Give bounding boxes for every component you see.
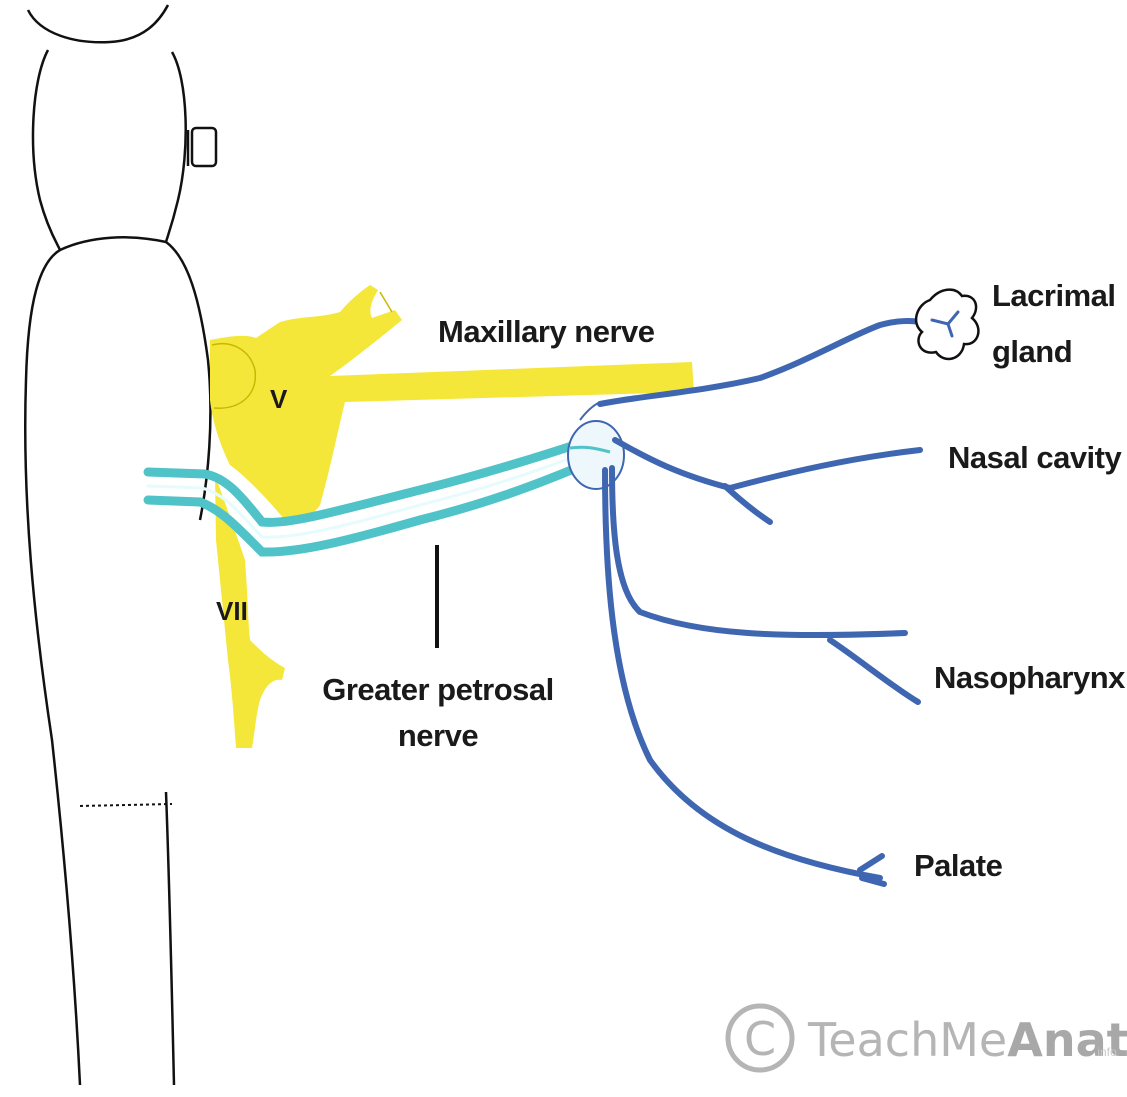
greater-petrosal-label-line2: nerve <box>398 718 478 753</box>
trigeminal-label: V <box>270 384 288 414</box>
watermark-text: TeachMeAnatomy <box>807 1013 1127 1067</box>
watermark-suffix: .info <box>1094 1045 1117 1059</box>
greater-petrosal-label-line1: Greater petrosal <box>322 672 554 707</box>
teachmeanatomy-watermark: C TeachMeAnatomy .info <box>728 1006 1127 1070</box>
pterygopalatine-ganglion <box>568 402 624 489</box>
nasal-cavity-label: Nasal cavity <box>948 440 1122 475</box>
lacrimal-gland <box>916 290 978 359</box>
greater-petrosal-nerve <box>148 440 595 552</box>
brainstem-outline <box>25 5 216 1085</box>
lacrimal-label-line2: gland <box>992 334 1072 369</box>
copyright-symbol: C <box>744 1012 776 1066</box>
maxillary-nerve-label: Maxillary nerve <box>438 314 655 349</box>
postganglionic-branches <box>600 321 940 884</box>
nasopharynx-label: Nasopharynx <box>934 660 1126 695</box>
facial-label: VII <box>216 596 248 626</box>
lacrimal-label-line1: Lacrimal <box>992 278 1116 313</box>
palate-label: Palate <box>914 848 1003 883</box>
